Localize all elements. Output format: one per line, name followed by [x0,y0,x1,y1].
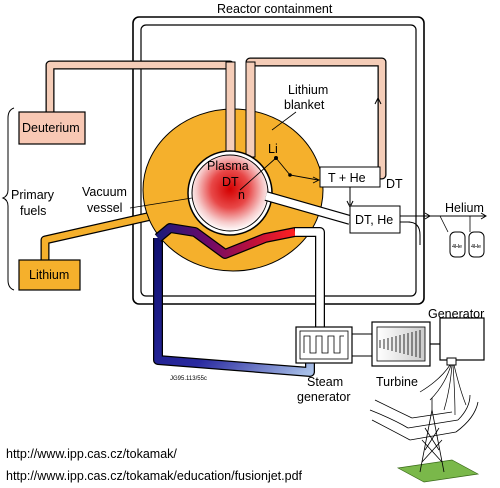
generator: Generator [419,307,485,416]
transmission-tower [369,394,480,483]
turbine-label: Turbine [376,375,418,389]
url-line-2[interactable]: http://www.ipp.cas.cz/tokamak/education/… [6,469,303,483]
lithium-blanket-label-2: blanket [284,98,325,112]
lithium-blanket-label-group: Lithium blanket [271,83,328,131]
deuterium-box: Deuterium [18,111,86,145]
reactor-containment: Reactor containment [132,2,425,305]
helium-cylinders: 4He 4He [449,231,485,258]
t-he-box: T + He [319,166,381,209]
exhaust-pipe [264,191,352,225]
deuterium-label: Deuterium [22,121,80,135]
vacuum-vessel-label-group: Vacuum vessel [82,185,193,215]
plasma-label: Plasma [207,159,249,173]
li-label: Li [268,142,278,156]
steam-generator: Steam generator [295,326,353,404]
helium-cylinder-label-b: 4He [471,244,481,250]
primary-fuels-label: Primary [11,188,55,202]
primary-fuels-label-2: fuels [20,204,46,218]
figure-code: JG95.113/55c [170,376,207,382]
vacuum-vessel-label: Vacuum [82,185,127,199]
containment-label: Reactor containment [217,2,333,16]
helium-label: Helium [445,201,484,215]
steam-generator-label-2: generator [297,390,351,404]
dt-he-label: DT, He [355,213,393,227]
steam-generator-label: Steam [307,375,343,389]
t-he-label: T + He [328,171,366,185]
dt-he-box: DT, He [349,205,431,234]
primary-fuels-bracket: Primary fuels [1,107,55,291]
dt-label: DT [222,175,239,189]
vacuum-vessel-label-2: vessel [87,201,122,215]
steam-line [352,333,373,357]
dt-right-label: DT [386,177,403,191]
url-line-1[interactable]: http://www.ipp.cas.cz/tokamak/ [6,447,177,461]
helium-outflow: Helium [407,201,487,245]
lithium-blanket-label: Lithium [288,83,328,97]
lithium-box: Lithium [18,259,81,291]
turbine: Turbine [371,321,431,389]
lithium-label: Lithium [29,268,69,282]
neutron-path: Li [239,142,321,191]
neutron-label: n [238,188,245,202]
helium-cylinder-label-a: 4He [452,244,462,250]
generator-label: Generator [428,307,484,321]
